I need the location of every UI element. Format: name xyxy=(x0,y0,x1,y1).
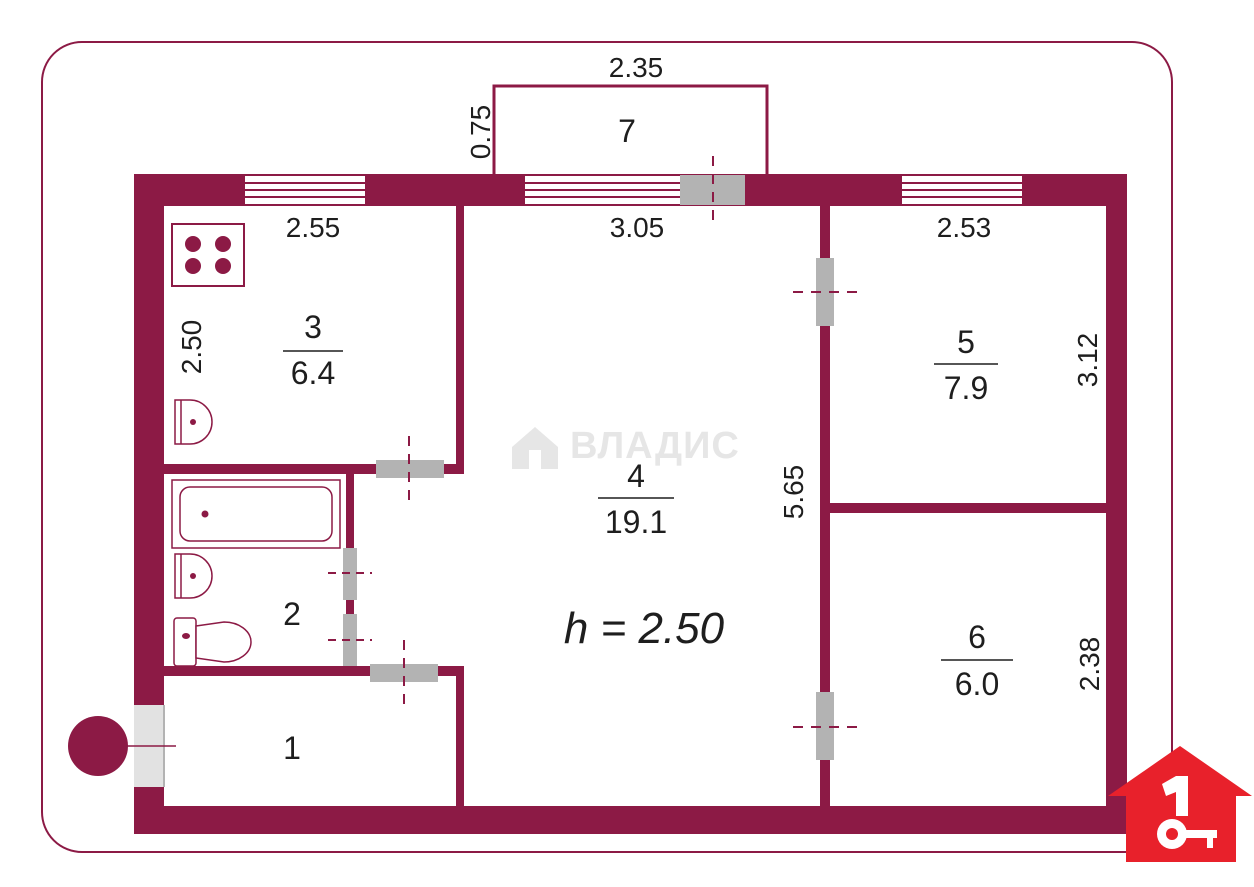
entrance-marker-icon xyxy=(68,716,128,776)
watermark-text: ВЛАДИС xyxy=(570,425,740,467)
door-hall xyxy=(370,640,438,708)
dim-room6-depth: 2.38 xyxy=(1074,637,1105,692)
door-kitchen xyxy=(376,436,444,502)
dim-kitchen-depth: 2.50 xyxy=(176,320,207,375)
room-area-4: 19.1 xyxy=(605,504,667,540)
room-number-4: 4 xyxy=(627,458,645,494)
room-number-3: 3 xyxy=(304,309,322,345)
dim-balcony-width: 2.35 xyxy=(609,52,664,83)
room-area-5: 7.9 xyxy=(944,370,988,406)
room-number-1: 1 xyxy=(283,730,301,766)
ceiling-height-label: h = 2.50 xyxy=(564,604,725,653)
stove-icon xyxy=(171,223,245,287)
sink-icon xyxy=(174,553,213,599)
room-number-7: 7 xyxy=(618,113,636,149)
door-entrance xyxy=(120,705,176,787)
dim-room5-width: 2.53 xyxy=(937,212,992,243)
room-number-6: 6 xyxy=(968,619,986,655)
room-area-6: 6.0 xyxy=(955,666,999,702)
room-number-5: 5 xyxy=(957,324,975,360)
windows xyxy=(245,176,1022,204)
sink-icon xyxy=(174,399,213,445)
door-bathroom-lower xyxy=(328,614,372,666)
bathtub-icon xyxy=(171,479,341,549)
window-living xyxy=(525,176,680,204)
window-room5 xyxy=(902,176,1022,204)
room-number-2: 2 xyxy=(283,596,301,632)
room-area-3: 6.4 xyxy=(291,355,335,391)
window-kitchen xyxy=(245,176,365,204)
dim-living-width: 3.05 xyxy=(610,212,665,243)
watermark-house-icon xyxy=(512,427,558,469)
door-bathroom-upper xyxy=(328,548,372,600)
dim-kitchen-width: 2.55 xyxy=(286,212,341,243)
dim-living-depth: 5.65 xyxy=(778,465,809,520)
door-room6 xyxy=(793,692,858,760)
outer-frame xyxy=(41,41,1173,853)
dim-balcony-depth: 0.75 xyxy=(465,105,496,160)
toilet-icon xyxy=(173,617,252,667)
door-room5 xyxy=(793,258,858,326)
door-balcony xyxy=(680,156,745,220)
logo-house-key-icon xyxy=(1108,746,1252,862)
doors xyxy=(120,156,858,787)
dim-room5-depth: 3.12 xyxy=(1072,333,1103,388)
